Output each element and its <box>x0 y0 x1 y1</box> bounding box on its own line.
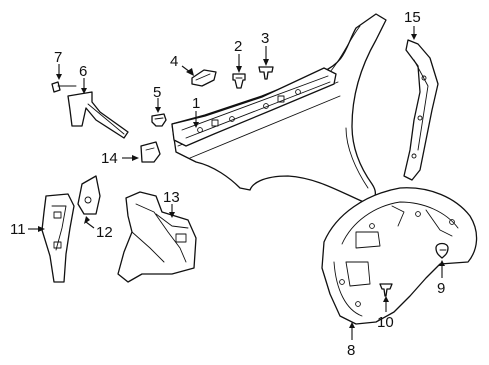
callout-13: 13 <box>163 189 180 206</box>
callout-12: 12 <box>96 224 113 241</box>
part-2-clip <box>232 73 246 89</box>
part-1-fender <box>171 13 387 204</box>
part-3-push-pin <box>258 66 274 80</box>
callout-9: 9 <box>437 280 445 297</box>
callout-7: 7 <box>54 49 62 66</box>
callout-11: 11 <box>10 221 26 238</box>
part-11-bracket <box>41 193 75 283</box>
fender-bracket <box>171 67 337 147</box>
part-9-push-pin <box>435 242 449 259</box>
part-15-molding <box>403 39 439 181</box>
part-14-bracket <box>140 141 161 163</box>
part-6-brace <box>67 91 129 139</box>
callout-5: 5 <box>153 84 161 101</box>
callout-10: 10 <box>377 314 394 331</box>
callout-8: 8 <box>347 342 355 359</box>
part-7-bolt <box>51 81 77 93</box>
callout-labels: 1 2 3 4 5 6 7 8 9 10 11 12 13 14 15 <box>10 9 445 359</box>
callout-4: 4 <box>170 53 178 70</box>
callout-1: 1 <box>192 95 200 112</box>
part-13-splash-shield <box>117 191 197 283</box>
part-8-wheelhouse-liner <box>321 187 478 325</box>
leader-lines <box>28 26 445 340</box>
part-5-clip <box>151 113 167 127</box>
part-4-retainer <box>191 69 217 87</box>
callout-3: 3 <box>261 30 269 47</box>
callout-15: 15 <box>404 9 421 26</box>
callout-14: 14 <box>101 150 118 167</box>
callout-6: 6 <box>79 63 87 80</box>
callout-2: 2 <box>234 38 242 55</box>
part-12-bracket <box>77 175 101 215</box>
